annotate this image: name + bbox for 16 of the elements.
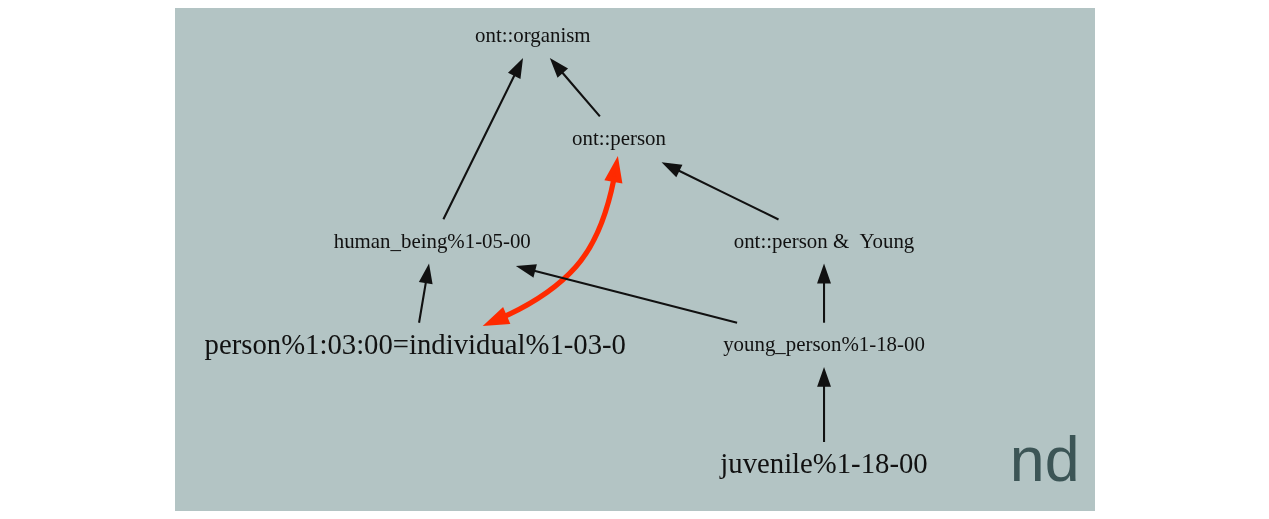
arrow [417,263,433,323]
arrow [482,156,622,326]
node-text: ont::organism [474,22,591,47]
node-text: young_person%1-18-00 [722,332,925,357]
node-text: ont::person [571,125,666,150]
arrow [661,162,779,221]
label: nd [1009,424,1080,495]
arrow [441,58,523,220]
node-text: human_being%1-05-00 [333,229,531,254]
node-text: ont::person & Young [733,229,914,254]
node-text: juvenile%1-18-00 [719,447,928,480]
arrow [816,366,831,442]
arrow [515,264,737,324]
node-text: person%1:03:00=individual%1-03-0 [204,327,626,360]
arrow [549,58,601,118]
arrow [816,263,831,323]
